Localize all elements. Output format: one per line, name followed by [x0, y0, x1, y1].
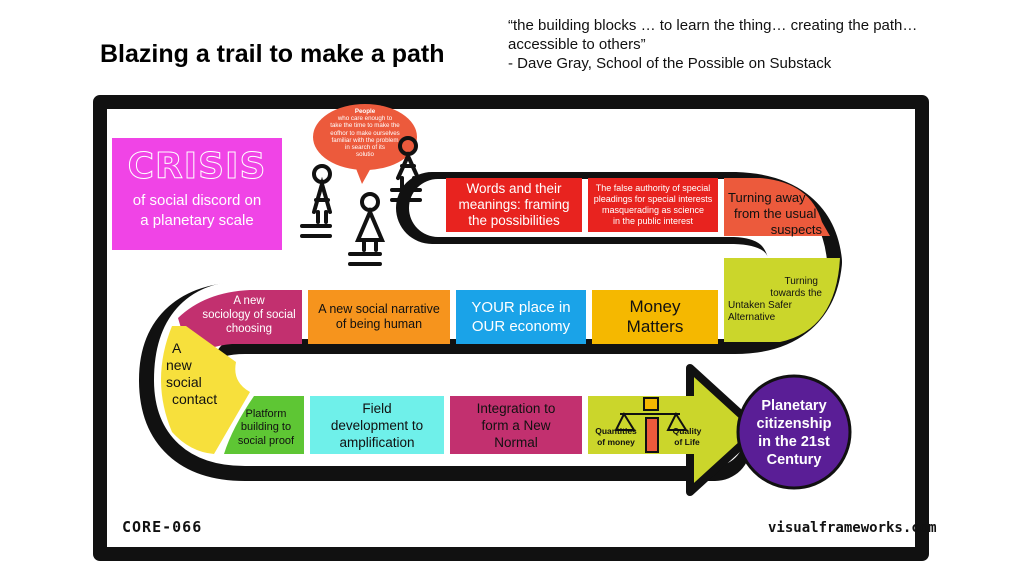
tile-narrative: [308, 290, 450, 344]
speech-bubble-text: People who care enough to take the time …: [330, 108, 400, 159]
tile-platform: [224, 396, 304, 454]
tile-false-authority: [588, 178, 718, 232]
tile-words: [446, 178, 582, 232]
tile-sociology: [178, 290, 302, 358]
quote-block: “the building blocks … to learn the thin…: [508, 16, 917, 73]
tile-contact: [161, 326, 250, 454]
crisis-subtitle: of social discord on a planetary scale: [132, 192, 262, 229]
tile-turning-towards-label: Turning towards the Untaken Safer Altern…: [728, 276, 822, 323]
site-credit: visualframeworks.com: [768, 520, 937, 536]
core-code: CORE-066: [122, 518, 203, 536]
tile-field: [310, 396, 444, 454]
tile-your-place: [456, 290, 586, 344]
tile-integration: [450, 396, 582, 454]
scales-icon: [614, 397, 688, 453]
goal-circle: [736, 374, 852, 490]
quote-attribution: - Dave Gray, School of the Possible on S…: [508, 55, 832, 72]
tile-turning-away-label: Turning away from the usual suspects: [728, 190, 822, 237]
people-figures-icon: [300, 136, 422, 266]
tile-contact-label: A new social contact: [166, 340, 218, 407]
board-frame: [93, 95, 929, 561]
page-title: Blazing a trail to make a path: [100, 40, 445, 68]
crisis-heading: CRISIS: [127, 146, 267, 188]
quote-line: accessible to others”: [508, 36, 646, 53]
tile-turning-away: [724, 178, 830, 236]
quote-line: “the building blocks … to learn the thin…: [508, 17, 918, 34]
speech-bubble: [313, 104, 417, 184]
crisis-box: CRISIS of social discord on a planetary …: [112, 138, 282, 250]
tile-money: [592, 290, 718, 344]
tile-turning-towards: [724, 258, 840, 342]
